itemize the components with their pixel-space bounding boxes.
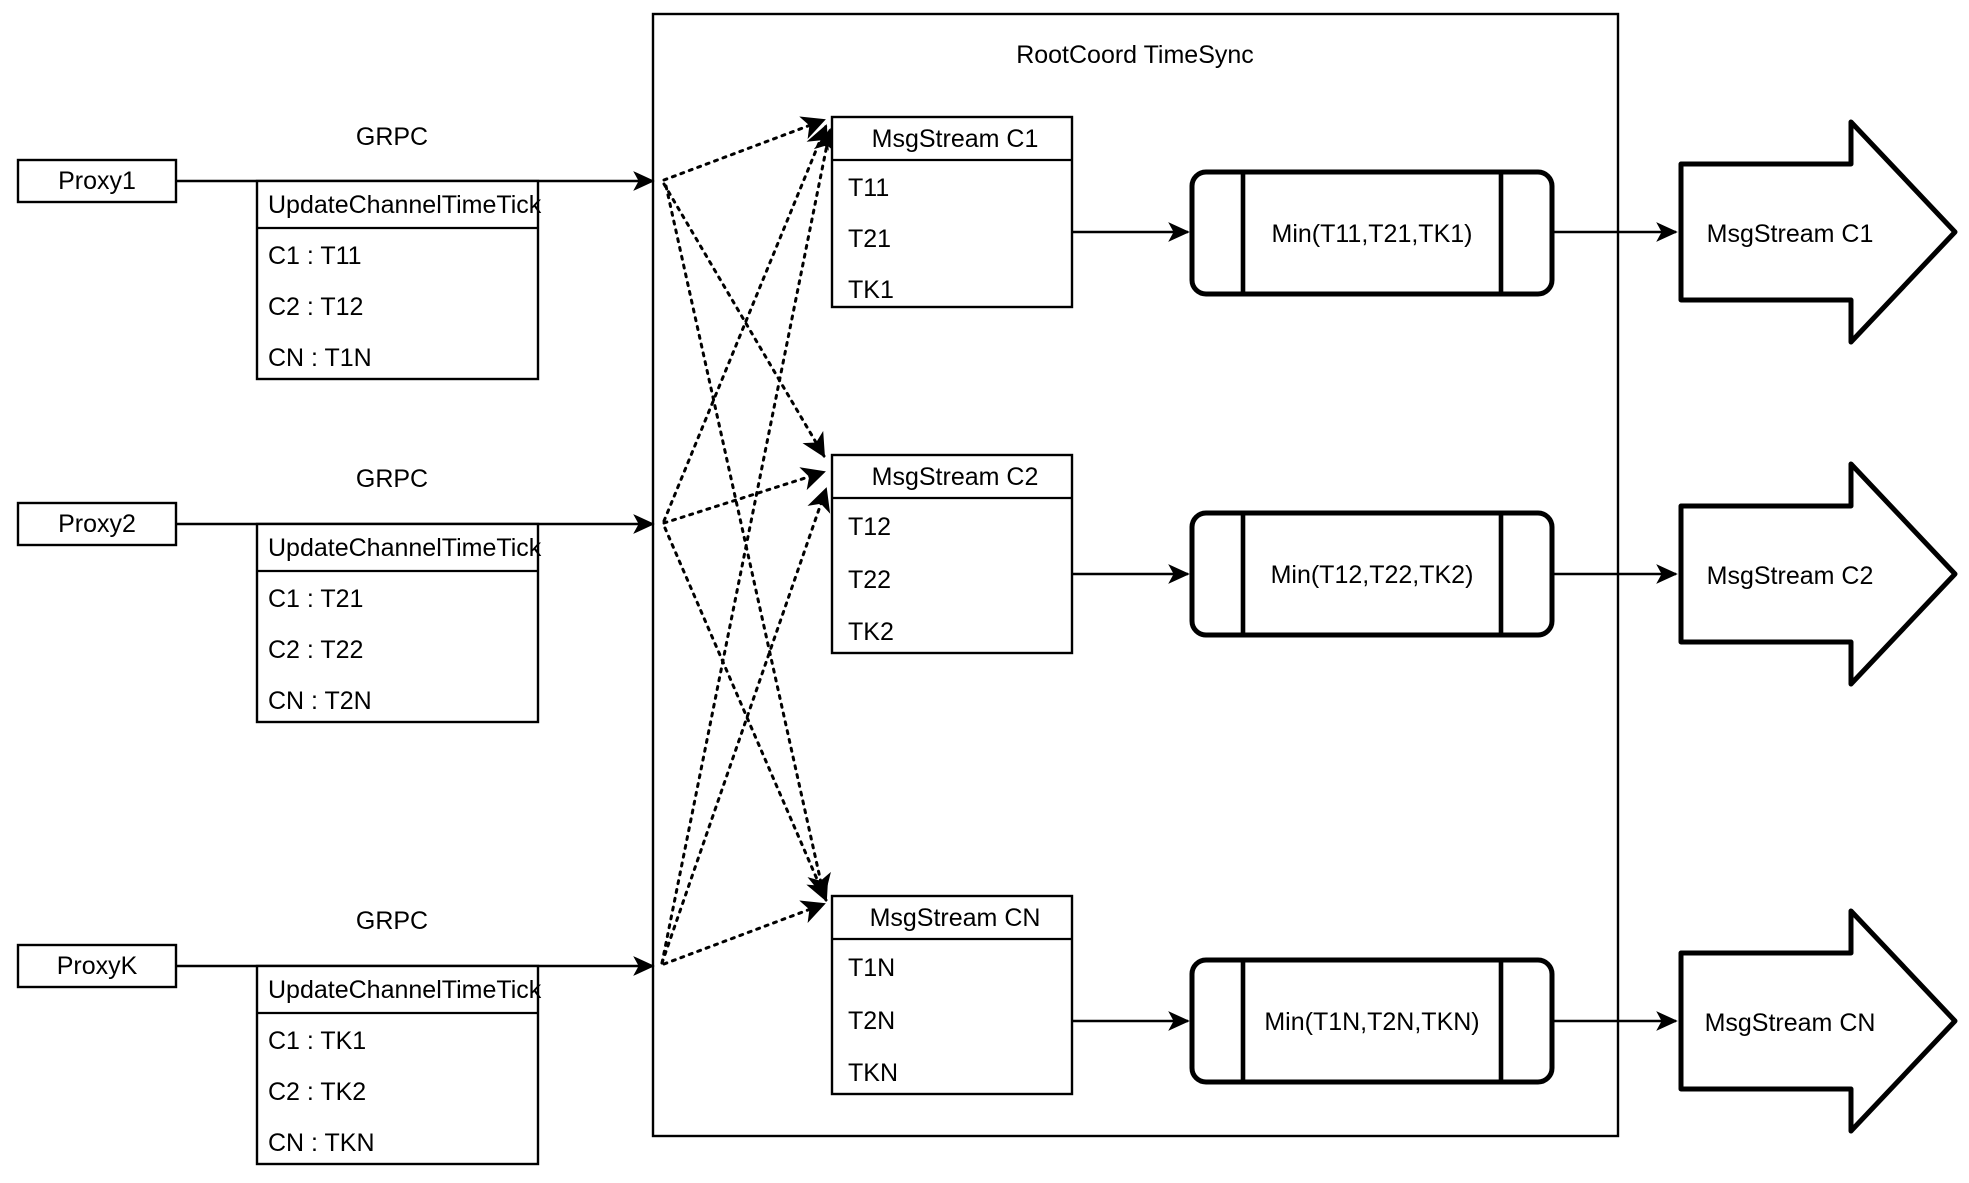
channel-group-1: MsgStream C1 T11 T21 TK1 Min(T11,T21,TK1… xyxy=(830,115,1958,345)
proxy-box-2[interactable] xyxy=(16,501,178,547)
proxy-box-3[interactable] xyxy=(16,943,178,989)
msgstream-card-1 xyxy=(830,115,1074,309)
request-row-2-2: CN : T2N xyxy=(268,687,372,715)
fanout-dotted-links xyxy=(660,116,838,966)
dotted-p2-to-c1 xyxy=(662,124,829,523)
min-label-3: Min(T1N,T2N,TKN) xyxy=(1264,1008,1479,1036)
msgstream-header-2: MsgStream C2 xyxy=(872,463,1039,491)
request-header-2: UpdateChannelTimeTick xyxy=(268,534,542,562)
msgstream-header-1: MsgStream C1 xyxy=(872,125,1039,153)
msgstream-card-2 xyxy=(830,453,1074,655)
grpc-label-3: GRPC xyxy=(356,907,428,935)
output-arrow-2 xyxy=(1678,461,1958,687)
request-row-3-2: CN : TKN xyxy=(268,1129,375,1157)
output-label-3: MsgStream CN xyxy=(1705,1009,1876,1037)
dotted-p2-to-c2 xyxy=(662,467,826,525)
proxy-label-3: ProxyK xyxy=(57,952,138,980)
dotted-pk-to-c1 xyxy=(660,128,838,965)
dotted-pk-to-c2 xyxy=(660,487,831,965)
dotted-pk-to-cn xyxy=(662,900,826,966)
request-row-2-1: C2 : T22 xyxy=(268,636,363,664)
request-row-3-1: C2 : TK2 xyxy=(268,1078,366,1106)
dotted-p1-to-c2 xyxy=(662,182,826,458)
grpc-label-1: GRPC xyxy=(356,123,428,151)
request-row-1-2: CN : T1N xyxy=(268,344,372,372)
request-header-3: UpdateChannelTimeTick xyxy=(268,976,542,1004)
msgstream-card-3 xyxy=(830,894,1074,1096)
dotted-p1-to-cn xyxy=(664,184,831,898)
proxy-group-1: GRPC Proxy1 UpdateChannelTimeTick C1 : T… xyxy=(16,123,655,381)
msgstream-row-1-2: TK1 xyxy=(848,276,894,304)
msgstream-row-1-1: T21 xyxy=(848,225,891,253)
min-label-2: Min(T12,T22,TK2) xyxy=(1271,561,1474,589)
request-card-1 xyxy=(255,179,540,381)
msgstream-row-2-1: T22 xyxy=(848,566,891,594)
msgstream-row-3-0: T1N xyxy=(848,954,895,982)
request-row-3-0: C1 : TK1 xyxy=(268,1027,366,1055)
request-row-2-0: C1 : T21 xyxy=(268,585,363,613)
msgstream-row-3-2: TKN xyxy=(848,1059,898,1087)
channel-group-3: MsgStream CN T1N T2N TKN Min(T1N,T2N,TKN… xyxy=(830,894,1958,1134)
proxy-label-2: Proxy2 xyxy=(58,510,136,538)
proxy-group-3: GRPC ProxyK UpdateChannelTimeTick C1 : T… xyxy=(16,907,655,1166)
msgstream-row-1-0: T11 xyxy=(848,174,889,202)
output-arrow-3 xyxy=(1678,908,1958,1134)
min-label-1: Min(T11,T21,TK1) xyxy=(1272,220,1473,248)
msgstream-row-2-2: TK2 xyxy=(848,618,894,646)
output-label-2: MsgStream C2 xyxy=(1707,562,1874,590)
channel-group-2: MsgStream C2 T12 T22 TK2 Min(T12,T22,TK2… xyxy=(830,453,1958,687)
output-arrow-1 xyxy=(1678,119,1958,345)
proxy-box-1[interactable] xyxy=(16,158,178,204)
proxy-group-2: GRPC Proxy2 UpdateChannelTimeTick C1 : T… xyxy=(16,465,655,724)
msgstream-row-2-0: T12 xyxy=(848,513,891,541)
request-header-1: UpdateChannelTimeTick xyxy=(268,191,542,219)
request-card-2 xyxy=(255,522,540,724)
container-title: RootCoord TimeSync xyxy=(1016,41,1254,69)
output-label-1: MsgStream C1 xyxy=(1707,220,1874,248)
request-row-1-0: C1 : T11 xyxy=(268,242,362,270)
grpc-label-2: GRPC xyxy=(356,465,428,493)
request-row-1-1: C2 : T12 xyxy=(268,293,363,321)
msgstream-header-3: MsgStream CN xyxy=(870,904,1041,932)
msgstream-row-3-1: T2N xyxy=(848,1007,895,1035)
proxy-label-1: Proxy1 xyxy=(58,167,136,195)
request-card-3 xyxy=(255,964,540,1166)
dotted-p1-to-c1 xyxy=(662,116,826,182)
